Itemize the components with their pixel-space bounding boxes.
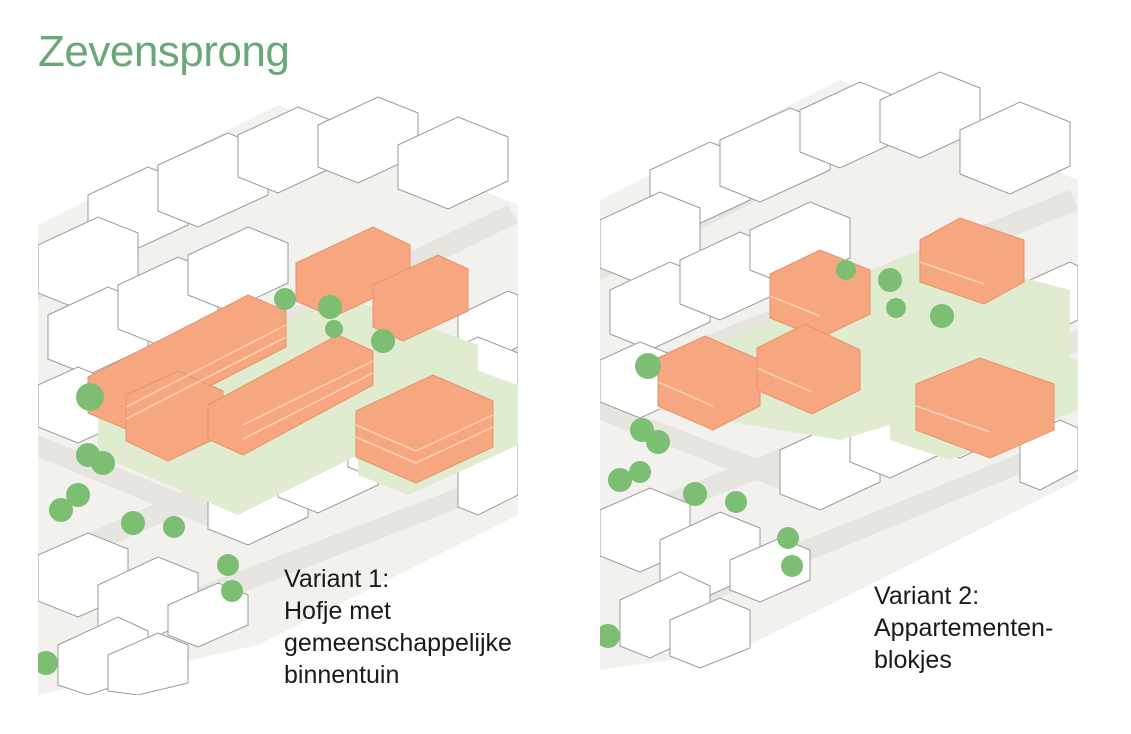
- caption-line: Variant 2:: [874, 582, 980, 610]
- caption-line: Appartementen-: [874, 614, 1054, 642]
- variant-2-illustration: [600, 70, 1078, 670]
- variant-2-caption: Variant 2: Appartementen- blokjes: [874, 580, 1053, 676]
- caption-line: Variant 1:: [284, 565, 390, 593]
- variant-1-illustration: [38, 85, 518, 695]
- page-title: Zevensprong: [38, 27, 290, 76]
- caption-line: blokjes: [874, 646, 952, 674]
- caption-line: Hofje met: [284, 597, 391, 625]
- caption-line: gemeenschappelijke: [284, 629, 512, 657]
- variant-1-caption: Variant 1: Hofje met gemeenschappelijke …: [284, 563, 512, 691]
- caption-line: binnentuin: [284, 661, 400, 689]
